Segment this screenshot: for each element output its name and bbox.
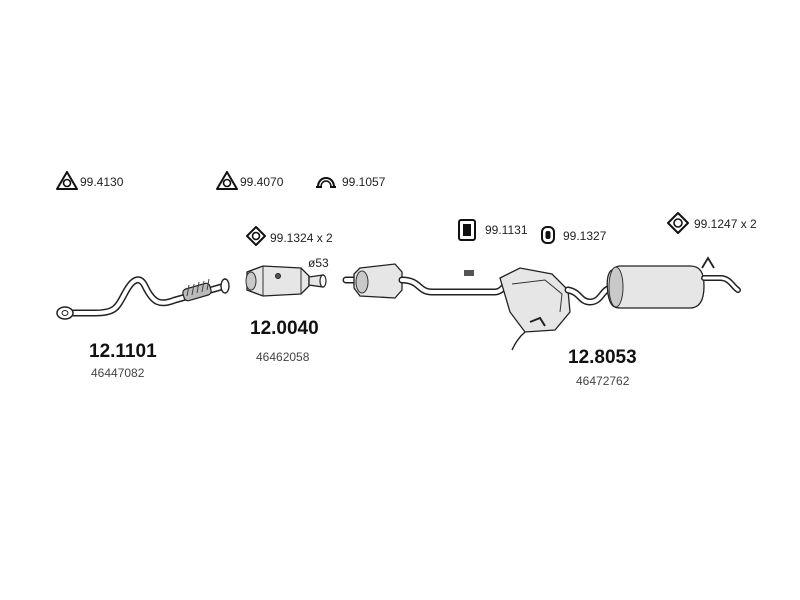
part-number-catalyst: 12.0040 xyxy=(250,318,319,339)
accessory-code-99-1057: 99.1057 xyxy=(342,175,386,189)
accessory-code-99-1247: 99.1247 x 2 xyxy=(694,217,757,231)
accessory-code-99-1324: 99.1324 x 2 xyxy=(270,231,333,245)
rubber-ring-icon xyxy=(541,226,555,244)
oem-number-front-pipe: 46447082 xyxy=(91,366,145,380)
front-pipe-drawing xyxy=(56,276,230,320)
diameter-label: ø53 xyxy=(308,256,329,270)
oem-number-catalyst: 46462058 xyxy=(256,350,310,364)
accessory-code-99-4130: 99.4130 xyxy=(80,175,124,189)
rear-exhaust-system-drawing xyxy=(342,256,741,351)
catalytic-converter-drawing xyxy=(245,265,327,297)
triangular-gasket-icon xyxy=(56,171,78,190)
rubber-hanger-icon xyxy=(458,219,476,241)
clamp-icon xyxy=(316,177,336,188)
part-number-rear-system: 12.8053 xyxy=(568,347,637,368)
accessory-code-99-1327: 99.1327 xyxy=(563,229,607,243)
oem-number-rear-system: 46472762 xyxy=(576,374,630,388)
diamond-gasket-icon xyxy=(667,212,689,234)
triangular-gasket-icon xyxy=(216,171,238,190)
accessory-code-99-4070: 99.4070 xyxy=(240,175,284,189)
accessory-code-99-1131: 99.1131 xyxy=(485,223,528,237)
part-number-front-pipe: 12.1101 xyxy=(89,341,157,362)
diamond-gasket-icon xyxy=(246,226,266,246)
